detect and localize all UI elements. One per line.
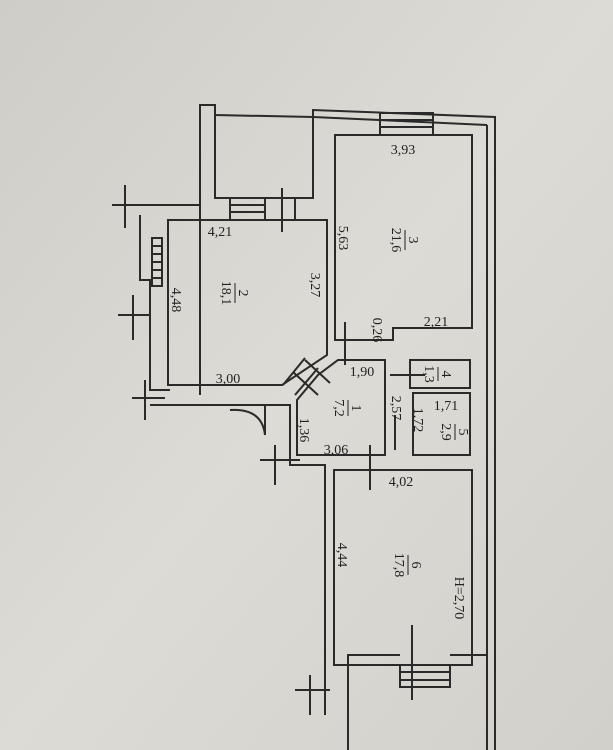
room-area: 18,1 (218, 281, 233, 306)
room-4-label: 4 1,3 (421, 365, 453, 383)
window-room-2 (229, 188, 296, 232)
dimension-label: 3,27 (307, 273, 322, 298)
window-room-3 (379, 112, 434, 136)
room-number: 1 (348, 405, 363, 412)
room-3-label: 3 21,6 (388, 228, 420, 253)
room-6-label: 6 17,8 (391, 553, 423, 578)
outer-walls (130, 104, 496, 750)
lower-balcony (347, 654, 487, 750)
entry-door-swing (229, 405, 266, 436)
dimension-label: 1,72 (410, 408, 425, 433)
radiator (151, 237, 163, 287)
room-area: 1,3 (421, 365, 436, 383)
dimension-label: 1,90 (350, 365, 375, 380)
room-1-label: 1 7,2 (331, 399, 363, 417)
room-number: 3 (405, 237, 420, 244)
room-5-outline (412, 392, 471, 456)
room-number: 2 (235, 290, 250, 297)
room-area: 17,8 (391, 553, 406, 578)
dimension-label: 4,48 (168, 288, 183, 313)
room-number: 5 (455, 429, 470, 436)
ceiling-height-label: H=2,70 (451, 577, 466, 620)
dimension-label: 4,44 (334, 543, 349, 568)
room-area: 2,9 (438, 423, 453, 441)
room-2-label: 2 18,1 (218, 281, 250, 306)
dimension-label: 2,21 (424, 315, 449, 330)
dimension-label: 0,26 (369, 318, 384, 343)
room-3-outline (334, 134, 473, 341)
dimension-label: 5,63 (335, 226, 350, 251)
room-2-outline (167, 219, 328, 386)
room-number: 4 (438, 371, 453, 378)
dimension-label: 1,71 (434, 399, 459, 414)
dimension-label: 1,36 (296, 418, 311, 443)
dimension-label: 3,93 (391, 143, 416, 158)
room-number: 6 (408, 562, 423, 569)
room-area: 7,2 (331, 399, 346, 417)
room-5-label: 5 2,9 (438, 423, 470, 441)
dimension-label: 4,02 (389, 475, 414, 490)
dimension-label: 4,21 (208, 225, 233, 240)
tick-marks (112, 185, 425, 715)
dimension-label: 2,57 (388, 396, 403, 421)
room-area: 21,6 (388, 228, 403, 253)
dimension-label: 3,00 (216, 372, 241, 387)
room-1-outline (296, 359, 386, 456)
dimension-label: 3,06 (324, 443, 349, 458)
window-room-6 (399, 625, 451, 700)
diagonal-doorway (282, 357, 331, 396)
